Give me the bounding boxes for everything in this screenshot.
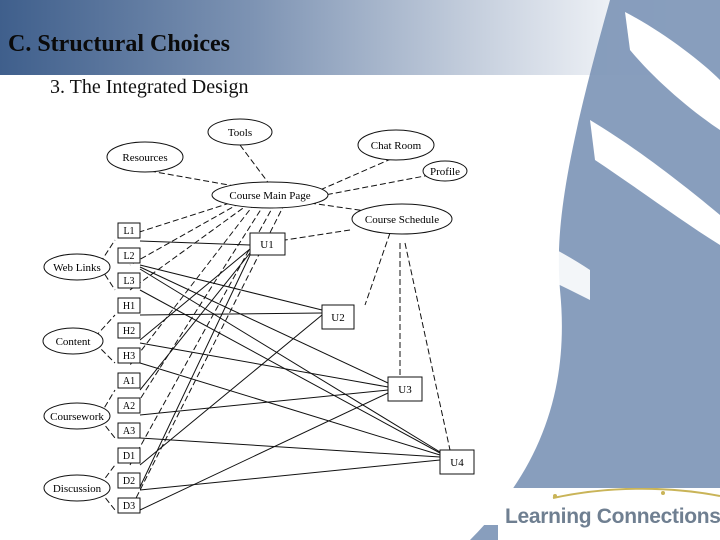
node-l3: L3 — [117, 272, 141, 289]
node-a3: A3 — [117, 422, 141, 439]
node-label: Course Schedule — [365, 214, 439, 226]
node-label: Profile — [430, 166, 460, 178]
node-label: H1 — [123, 301, 135, 312]
node-d2: D2 — [117, 472, 141, 489]
node-label: Course Main Page — [229, 190, 310, 202]
node-label: Resources — [122, 152, 167, 164]
node-a1: A1 — [117, 372, 141, 389]
node-tools: Tools — [207, 118, 273, 146]
node-u1: U1 — [249, 232, 286, 256]
slide-subtitle: 3. The Integrated Design — [50, 76, 249, 98]
node-label: Chat Room — [371, 140, 422, 152]
node-label: Coursework — [50, 411, 104, 423]
integrated-design-diagram: Tools Resources Chat Room Profile Course… — [40, 115, 500, 525]
node-label: H3 — [123, 351, 135, 362]
node-label: U2 — [331, 312, 344, 324]
node-label: A2 — [123, 401, 135, 412]
node-chat-room: Chat Room — [357, 129, 435, 161]
node-discussion: Discussion — [43, 474, 111, 502]
node-profile: Profile — [422, 160, 468, 182]
node-resources: Resources — [106, 141, 184, 173]
node-h3: H3 — [117, 347, 141, 364]
node-label: Web Links — [53, 262, 101, 274]
node-content: Content — [42, 327, 104, 355]
node-label: D2 — [123, 476, 135, 487]
node-label: Tools — [228, 127, 252, 139]
node-web-links: Web Links — [43, 253, 111, 281]
learning-connections-logo — [498, 488, 720, 540]
node-label: L1 — [123, 226, 134, 237]
slide-title: C. Structural Choices — [8, 31, 230, 57]
node-coursework: Coursework — [43, 402, 111, 430]
node-label: A3 — [123, 426, 135, 437]
node-d3: D3 — [117, 497, 141, 514]
node-course-schedule: Course Schedule — [351, 203, 453, 235]
node-d1: D1 — [117, 447, 141, 464]
node-label: U4 — [450, 457, 464, 469]
node-h2: H2 — [117, 322, 141, 339]
node-a2: A2 — [117, 397, 141, 414]
node-u4: U4 — [439, 449, 475, 475]
node-label: H2 — [123, 326, 135, 337]
node-label: L2 — [123, 251, 134, 262]
node-label: D1 — [123, 451, 135, 462]
node-u3: U3 — [387, 376, 423, 402]
node-label: U1 — [260, 239, 273, 251]
node-u2: U2 — [321, 304, 355, 330]
brand-text: Learning Connections — [505, 505, 720, 528]
node-label: Discussion — [53, 483, 102, 495]
node-l1: L1 — [117, 222, 141, 239]
node-l2: L2 — [117, 247, 141, 264]
node-label: U3 — [398, 384, 412, 396]
node-course-main-page: Course Main Page — [211, 181, 329, 209]
node-label: D3 — [123, 501, 135, 512]
node-label: A1 — [123, 376, 135, 387]
node-h1: H1 — [117, 297, 141, 314]
node-label: L3 — [123, 276, 134, 287]
node-label: Content — [56, 336, 91, 348]
